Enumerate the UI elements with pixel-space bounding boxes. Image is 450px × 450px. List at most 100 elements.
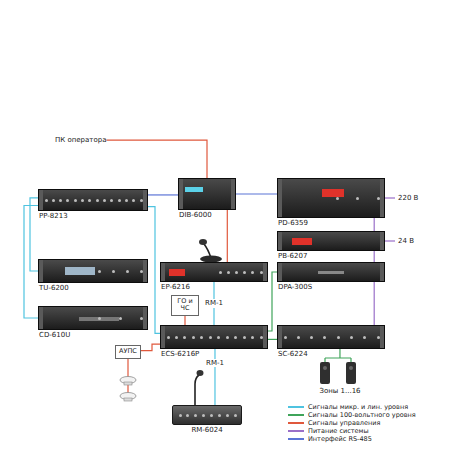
connector-line [148,194,178,195]
front-knob [310,336,313,339]
front-knob [243,271,246,274]
device-label: ГО и ЧС [175,298,195,313]
front-knob [243,336,246,339]
front-knob [356,197,359,200]
front-knob [45,199,48,202]
front-knob [175,336,178,339]
connector-line [339,349,340,358]
connector [148,207,160,334]
front-knob [218,414,221,417]
front-knob [251,271,254,274]
device-label: EP-6216 [161,283,190,291]
front-knob [167,336,170,339]
front-knob [126,270,129,273]
connector-line [227,210,228,262]
connector-line [24,206,38,319]
front-knob [297,336,300,339]
front-knob [110,199,113,202]
legend-swatch [288,438,304,440]
front-knob [179,414,182,417]
front-knob [132,199,135,202]
connector-line [141,344,160,350]
front-knob [125,199,128,202]
front-knob [336,197,339,200]
legend-row: Сигналы 100-вольтного уровня [288,411,416,419]
front-knob [74,199,77,202]
connector [268,272,277,331]
connector-line [148,207,160,334]
connector [141,344,160,350]
front-knob [118,199,121,202]
speaker-symbol [346,362,356,384]
device-label: SC-6224 [278,350,308,358]
legend-text: Сигналы управления [308,419,380,427]
battery-unit: PB-6207 [277,231,385,251]
connector-line [214,349,215,405]
rack-ear [278,326,282,348]
connector [374,218,375,231]
controller-unit: EP-6216 [160,262,268,282]
legend-swatch [288,406,304,408]
front-knob [200,336,203,339]
front-display [169,269,185,276]
legend-swatch [288,422,304,424]
legend-text: Сигналы 100-вольтного уровня [308,411,416,419]
speaker-zone: Зоны 1...16 [312,358,368,385]
voltage-label: 220 В [398,194,418,202]
speaker-cone [323,366,327,370]
front-knob [350,336,353,339]
rack-ear [231,179,235,209]
device-label: TU-6200 [39,284,69,292]
rack-ear [278,263,282,281]
rack-ear [263,326,267,348]
front-display [292,238,312,245]
legend-text: Питание системы [308,427,369,435]
rack-ear [179,179,183,209]
front-knob [377,197,380,200]
power-lead [385,240,395,241]
front-knob [217,336,220,339]
front-knob [98,317,101,320]
smoke-detector [124,398,132,401]
power-lead [385,197,395,198]
rack-ear [143,307,147,329]
connector-line [184,316,185,325]
device-label: АУПС [119,348,137,355]
front-knob [377,336,380,339]
front-knob [96,199,99,202]
legend-text: Интерфейс RS-485 [308,435,372,443]
front-display [65,267,95,275]
front-knob [234,414,237,417]
front-display [322,189,344,197]
interface-unit: DIB-6000 [178,178,236,210]
front-knob [140,317,143,320]
connector [374,282,375,325]
amplifier-unit: DPA-300S [277,262,385,282]
front-knob [227,271,230,274]
connector [227,210,228,262]
rack-ear [380,263,384,281]
connector [30,198,38,271]
rack-ear [143,260,147,282]
alert-box: ГО и ЧС [171,295,199,316]
rack-ear [161,326,165,348]
mic-head [197,370,204,376]
legend-row: Питание системы [288,427,369,435]
front-knob [202,414,205,417]
rack-ear [39,307,43,329]
front-knob [194,414,197,417]
mic-head [199,239,207,245]
legend-swatch [288,414,304,416]
front-knob [88,199,91,202]
rack-ear [263,263,267,281]
device-label: ECS-6216P [161,350,199,358]
front-display [185,187,203,192]
front-knob [251,336,254,339]
front-display [318,271,344,274]
front-knob [323,336,326,339]
rack-ear [380,232,384,250]
connector-line [268,339,277,340]
switch-unit: SC-6224 [277,325,385,349]
rack-ear [39,260,43,282]
paging-console: RM-6024 [172,405,242,425]
